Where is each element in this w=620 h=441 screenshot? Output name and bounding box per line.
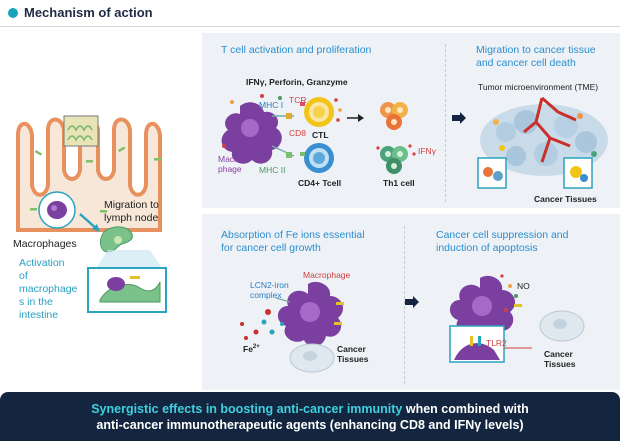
mhc2-label: MHC II — [259, 165, 286, 175]
header: Mechanism of action — [0, 0, 620, 27]
intestine-illustration — [16, 115, 167, 313]
banner-line-2: anti-cancer immunotherapeutic agents (en… — [96, 418, 524, 432]
banner-line-1-rest: when combined with — [402, 402, 529, 416]
cd4-label: CD4+ Tcell — [298, 178, 342, 188]
t-cell-section-title: T cell activation and proliferation — [221, 44, 372, 56]
t-cell-activation-illustration — [221, 94, 416, 174]
ifng-label: IFNγ — [418, 146, 436, 156]
tme-cancer-tissues-label: Cancer Tissues — [534, 194, 597, 204]
fe-section-title: Absorption of Fe ions essential for canc… — [221, 229, 365, 254]
th1-label: Th1 cell — [383, 178, 415, 188]
macrophage-label: Macro- phage — [218, 154, 245, 174]
tcr-label: TCR — [289, 95, 307, 105]
migration-label: Migration to lymph node — [104, 199, 159, 224]
activation-label: Activation of macrophage s in the intest… — [19, 257, 78, 321]
mhc1-label: MHC I — [259, 100, 284, 110]
page-title: Mechanism of action — [24, 5, 153, 20]
fe-absorption-illustration — [240, 281, 344, 373]
banner-line-1: Synergistic effects in boosting anti-can… — [0, 402, 620, 416]
ctl-label: CTL — [312, 130, 329, 140]
fe-cancer-tissues-label: Cancer Tissues — [337, 344, 369, 364]
fe-text: Fe — [243, 343, 253, 354]
arrow-right-icon-bottom — [405, 296, 419, 308]
lcn2-label: LCN2-iron complex — [250, 280, 289, 300]
fe-macrophage-label: Macrophage — [303, 270, 351, 280]
summary-banner: Synergistic effects in boosting anti-can… — [0, 392, 620, 441]
cytokines-label: IFNγ, Perforin, Granzyme — [246, 77, 348, 87]
fe-superscript: 2+ — [252, 344, 260, 350]
header-divider — [0, 26, 620, 27]
cd8-label: CD8 — [289, 128, 307, 138]
panel-top-divider — [445, 44, 446, 202]
tme-label: Tumor microenvironment (TME) — [478, 82, 599, 92]
panel-bottom-divider — [404, 226, 405, 384]
tlr2-label: TLR2 — [486, 338, 507, 348]
banner-highlight: Synergistic effects in boosting anti-can… — [91, 402, 403, 416]
arrow-right-icon — [452, 112, 466, 124]
apoptosis-illustration — [449, 274, 585, 363]
tumor-microenvironment-illustration — [477, 96, 608, 189]
bullet-dot-icon — [8, 8, 18, 18]
migration-section-title: Migration to cancer tissue and cancer ce… — [476, 44, 596, 69]
apoptosis-section-title: Cancer cell suppression and induction of… — [436, 229, 569, 254]
fe-label: Fe2+ — [243, 342, 260, 354]
no-label: NO — [517, 281, 530, 291]
apoptosis-cancer-tissues-label: Cancer Tissues — [544, 349, 576, 369]
macrophages-label: Macrophages — [13, 238, 77, 250]
